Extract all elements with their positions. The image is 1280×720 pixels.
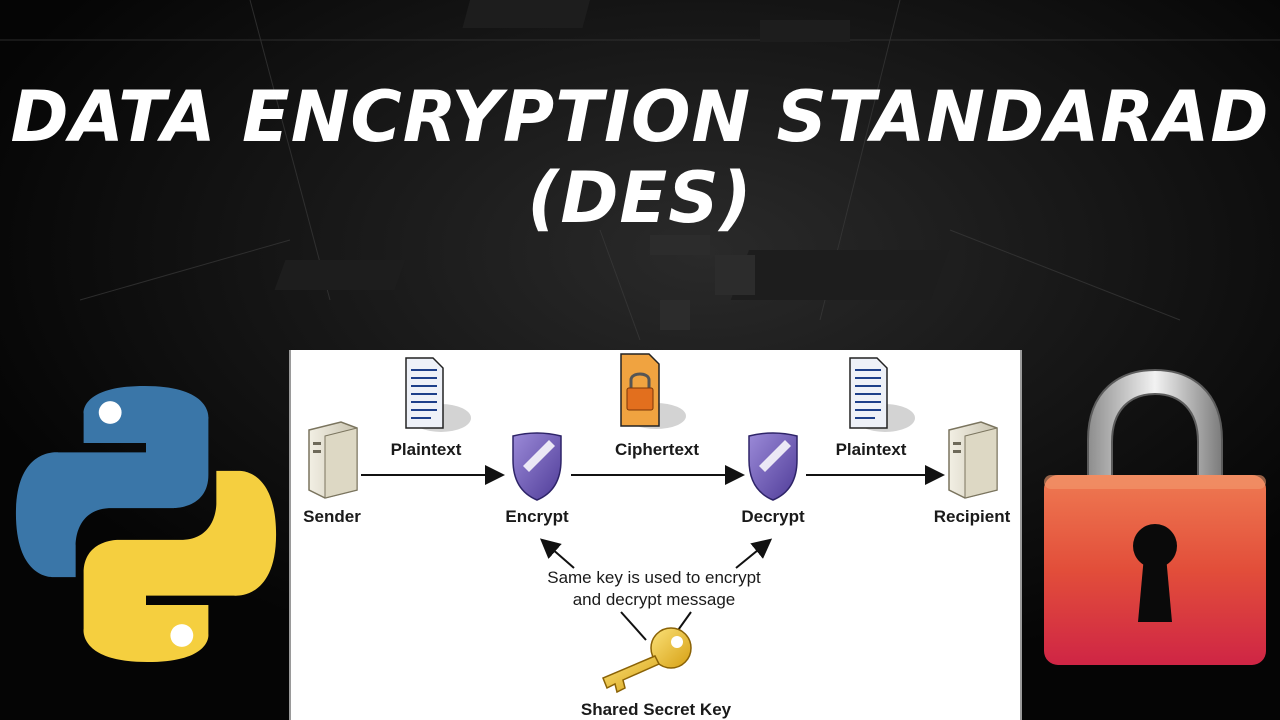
node-label-recipient: Recipient — [933, 507, 1011, 526]
edge-label-plaintext-out: Plaintext — [835, 440, 907, 459]
node-label-decrypt: Decrypt — [741, 507, 805, 526]
node-label-sender: Sender — [303, 507, 361, 526]
decrypt-shield-icon — [748, 432, 798, 501]
edge-label-ciphertext: Ciphertext — [614, 440, 700, 459]
plaintext-document-icon — [405, 357, 471, 432]
shared-key-note-line1: Same key is used to encrypt — [547, 568, 761, 587]
des-diagram: Plaintext Ciphertext Plaintext Sender En… — [289, 350, 1022, 720]
shared-key-icon — [602, 627, 692, 694]
node-label-encrypt: Encrypt — [505, 507, 569, 526]
python-logo-icon — [15, 385, 277, 663]
recipient-server-icon — [948, 421, 998, 499]
arrow-key-to-encrypt — [539, 538, 575, 569]
shared-key-note-line2: and decrypt message — [572, 590, 736, 609]
shared-key-label: Shared Secret Key — [580, 700, 732, 719]
arrow-key-to-decrypt — [735, 538, 773, 569]
ciphertext-locked-document-icon — [620, 353, 686, 429]
main-title: DATA ENCRYPTION STANDARAD — [10, 76, 1270, 158]
encrypt-shield-icon — [512, 432, 562, 501]
sender-server-icon — [308, 421, 358, 499]
padlock-icon — [1044, 368, 1266, 665]
key-pointer-line — [620, 611, 647, 641]
main-title-subtitle: (DES) — [527, 157, 753, 239]
plaintext-document-icon — [849, 357, 915, 432]
edge-label-plaintext-in: Plaintext — [390, 440, 462, 459]
